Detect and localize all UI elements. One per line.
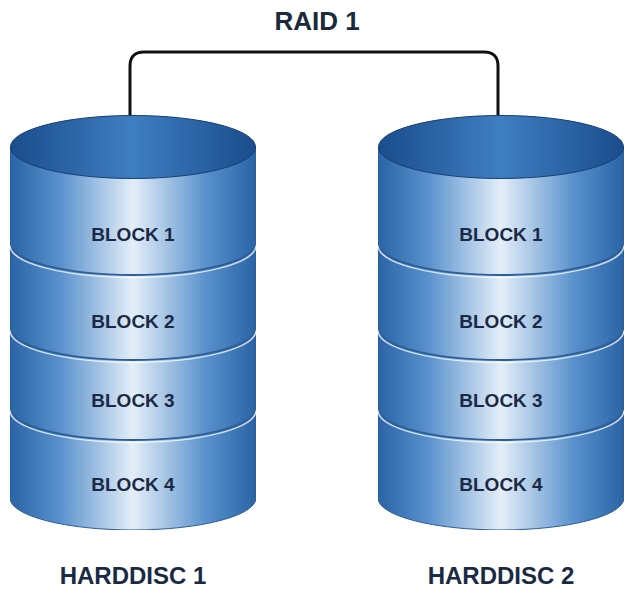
diagram-title: RAID 1 bbox=[0, 6, 634, 37]
band-divider bbox=[378, 328, 624, 360]
band-divider bbox=[378, 243, 624, 275]
cylinder-top bbox=[379, 116, 624, 179]
disk-block: BLOCK 3 bbox=[53, 376, 213, 426]
band-highlight bbox=[10, 331, 256, 363]
raid-connector bbox=[130, 52, 498, 115]
disk-label: HARDDISC 2 bbox=[428, 562, 575, 590]
disk-cylinder: HARDDISC 1BLOCK 1BLOCK 2BLOCK 3BLOCK 4 bbox=[10, 115, 256, 530]
block-label: BLOCK 3 bbox=[91, 390, 174, 412]
block-label: BLOCK 1 bbox=[459, 224, 542, 246]
band-divider bbox=[378, 408, 624, 440]
disk-block: BLOCK 1 bbox=[421, 210, 581, 260]
band-divider bbox=[10, 328, 256, 360]
block-label: BLOCK 1 bbox=[91, 224, 174, 246]
band-highlight bbox=[378, 411, 624, 443]
block-label: BLOCK 2 bbox=[459, 311, 542, 333]
band-divider bbox=[10, 408, 256, 440]
disk-block: BLOCK 2 bbox=[53, 297, 213, 347]
block-label: BLOCK 2 bbox=[91, 311, 174, 333]
disk-block: BLOCK 4 bbox=[53, 460, 213, 510]
block-label: BLOCK 4 bbox=[91, 474, 174, 496]
disk-block: BLOCK 2 bbox=[421, 297, 581, 347]
cylinder-body bbox=[378, 147, 624, 530]
block-label: BLOCK 4 bbox=[459, 474, 542, 496]
band-highlight bbox=[378, 246, 624, 278]
disk-cylinder: HARDDISC 2BLOCK 1BLOCK 2BLOCK 3BLOCK 4 bbox=[378, 115, 624, 530]
disk-block: BLOCK 4 bbox=[421, 460, 581, 510]
cylinder-body bbox=[10, 147, 256, 530]
block-label: BLOCK 3 bbox=[459, 390, 542, 412]
disk-label: HARDDISC 1 bbox=[60, 562, 207, 590]
band-highlight bbox=[10, 411, 256, 443]
band-highlight bbox=[378, 331, 624, 363]
disk-block: BLOCK 3 bbox=[421, 376, 581, 426]
band-divider bbox=[10, 243, 256, 275]
cylinder-top bbox=[11, 116, 256, 179]
disk-block: BLOCK 1 bbox=[53, 210, 213, 260]
band-highlight bbox=[10, 246, 256, 278]
